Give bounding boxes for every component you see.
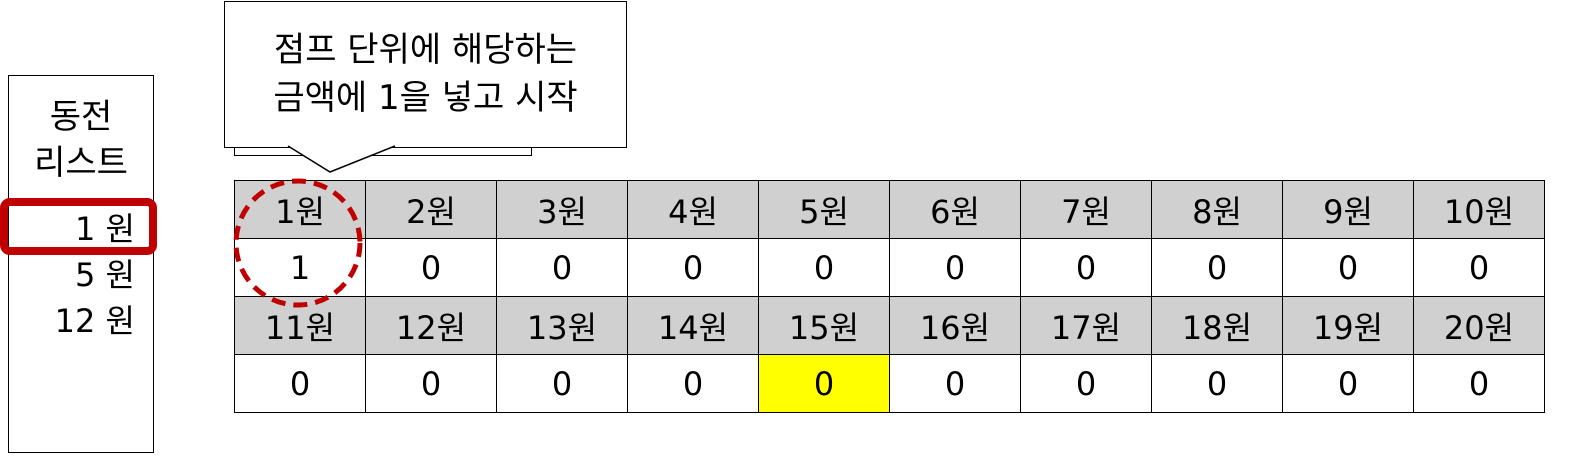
amount-label-4: 4원	[627, 180, 759, 239]
dp-table: 1원 2원 3원 4원 5원 6원 7원 8원 9원 10원 1 0 0 0 0…	[234, 180, 1545, 413]
table-row: 11원 12원 13원 14원 15원 16원 17원 18원 19원 20원	[234, 296, 1545, 355]
amount-label-6: 6원	[889, 180, 1021, 239]
count-value-11: 0	[234, 354, 366, 413]
count-value-12: 0	[365, 354, 497, 413]
count-value-6: 0	[889, 238, 1021, 297]
amount-label-19: 19원	[1282, 296, 1414, 355]
count-value-18: 0	[1151, 354, 1283, 413]
amount-label-5: 5원	[758, 180, 890, 239]
amount-label-15-target: 15원	[758, 296, 890, 355]
amount-label-13: 13원	[496, 296, 628, 355]
count-value-17: 0	[1020, 354, 1152, 413]
coin-list-panel: 동전 리스트 1 원 5 원 12 원	[8, 75, 154, 453]
amount-label-17: 17원	[1020, 296, 1152, 355]
coin-item-1: 1 원	[75, 210, 135, 248]
count-value-3: 0	[496, 238, 628, 297]
coin-item-12: 12 원	[54, 302, 135, 340]
amount-label-20: 20원	[1413, 296, 1545, 355]
amount-label-18: 18원	[1151, 296, 1283, 355]
coin-highlight-box	[0, 198, 157, 255]
count-value-5: 0	[758, 238, 890, 297]
amount-label-14: 14원	[627, 296, 759, 355]
amount-label-16: 16원	[889, 296, 1021, 355]
coin-item-5: 5 원	[75, 256, 135, 294]
count-value-4: 0	[627, 238, 759, 297]
callout-line1: 점프 단위에 해당하는	[273, 30, 578, 70]
table-row: 1원 2원 3원 4원 5원 6원 7원 8원 9원 10원	[234, 180, 1545, 239]
count-value-14: 0	[627, 354, 759, 413]
table-row: 0 0 0 0 0 0 0 0 0 0	[234, 354, 1545, 413]
callout-line2: 금액에 1을 넣고 시작	[273, 78, 578, 118]
count-value-20: 0	[1413, 354, 1545, 413]
amount-label-9: 9원	[1282, 180, 1414, 239]
count-value-8: 0	[1151, 238, 1283, 297]
table-row: 1 0 0 0 0 0 0 0 0 0	[234, 238, 1545, 297]
callout-box: 점프 단위에 해당하는 금액에 1을 넣고 시작	[224, 1, 627, 148]
count-value-15-target: 0	[758, 354, 890, 413]
amount-label-2: 2원	[365, 180, 497, 239]
coin-list-title: 동전 리스트	[9, 94, 153, 186]
amount-label-7: 7원	[1020, 180, 1152, 239]
coin-list-title-line2: 리스트	[34, 143, 128, 183]
count-value-19: 0	[1282, 354, 1414, 413]
coin-list-title-line1: 동전	[49, 97, 113, 137]
amount-label-8: 8원	[1151, 180, 1283, 239]
count-value-10: 0	[1413, 238, 1545, 297]
count-value-13: 0	[496, 354, 628, 413]
